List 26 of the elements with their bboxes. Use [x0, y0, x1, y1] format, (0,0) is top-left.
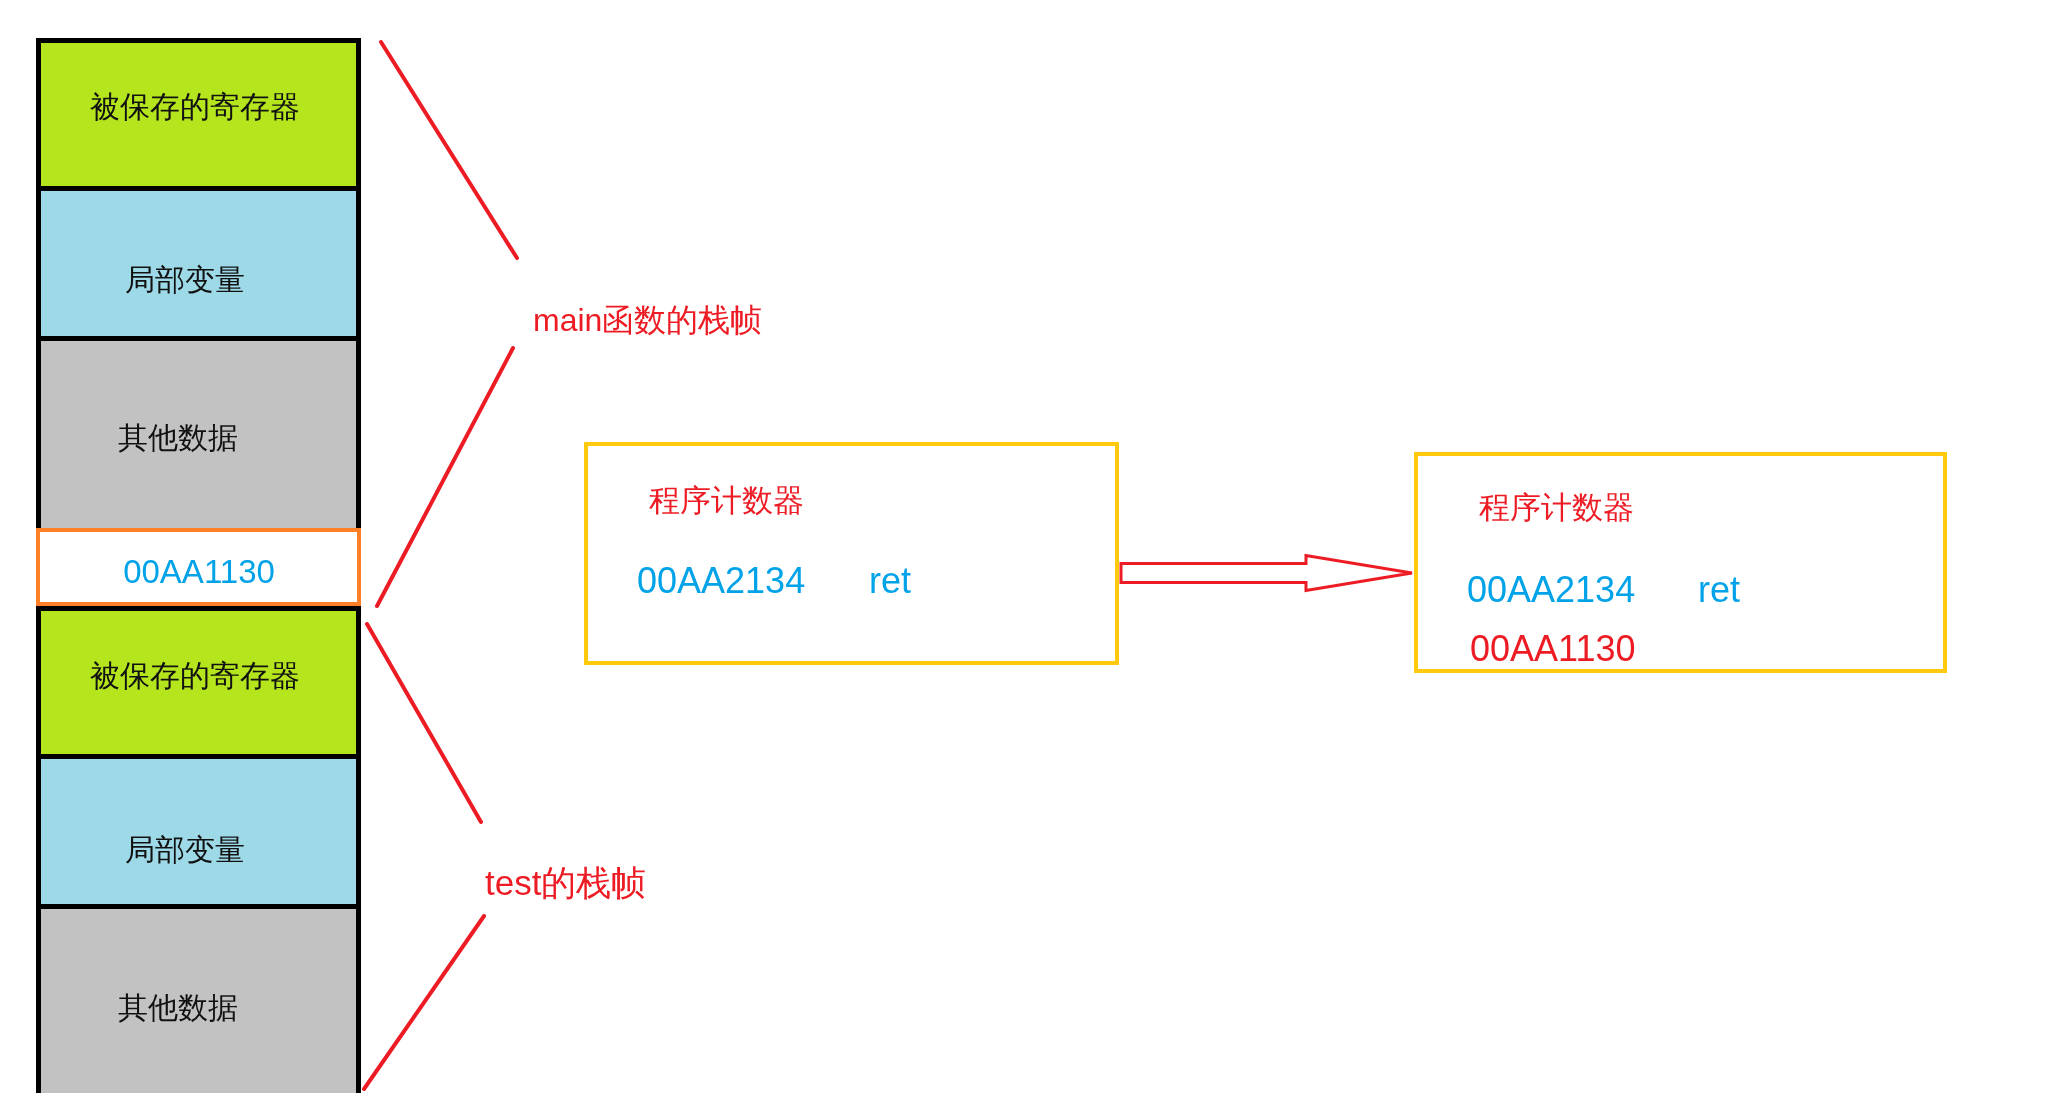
panel-heading: 程序计数器 [649, 483, 804, 519]
stack-block [36, 38, 361, 191]
stack-block [36, 759, 361, 909]
block-label: 被保存的寄存器 [90, 89, 300, 125]
block-arrow [1119, 553, 1414, 593]
block-label: 局部变量 [125, 832, 245, 868]
panel-heading: 程序计数器 [1479, 490, 1634, 526]
program-counter-panel [584, 442, 1119, 665]
address-text: 00AA2134 [1467, 569, 1636, 611]
stack-block [36, 909, 361, 1093]
frame-label: test的栈帧 [485, 862, 647, 904]
address-block [36, 528, 361, 606]
stack-block [36, 191, 361, 341]
block-label: 其他数据 [118, 990, 238, 1026]
stack-block [36, 341, 361, 528]
block-label: 局部变量 [125, 262, 245, 298]
address-text: 00AA2134 [637, 560, 806, 602]
address-text: 00AA1130 [1470, 628, 1636, 670]
block-label: 其他数据 [118, 420, 238, 456]
instruction-text: ret [1698, 569, 1740, 611]
frame-label: main函数的栈帧 [533, 301, 763, 339]
address-text: 00AA1130 [123, 553, 275, 591]
block-label: 被保存的寄存器 [90, 658, 300, 694]
instruction-text: ret [869, 560, 911, 602]
program-counter-panel [1414, 452, 1947, 673]
stack-block [36, 606, 361, 759]
